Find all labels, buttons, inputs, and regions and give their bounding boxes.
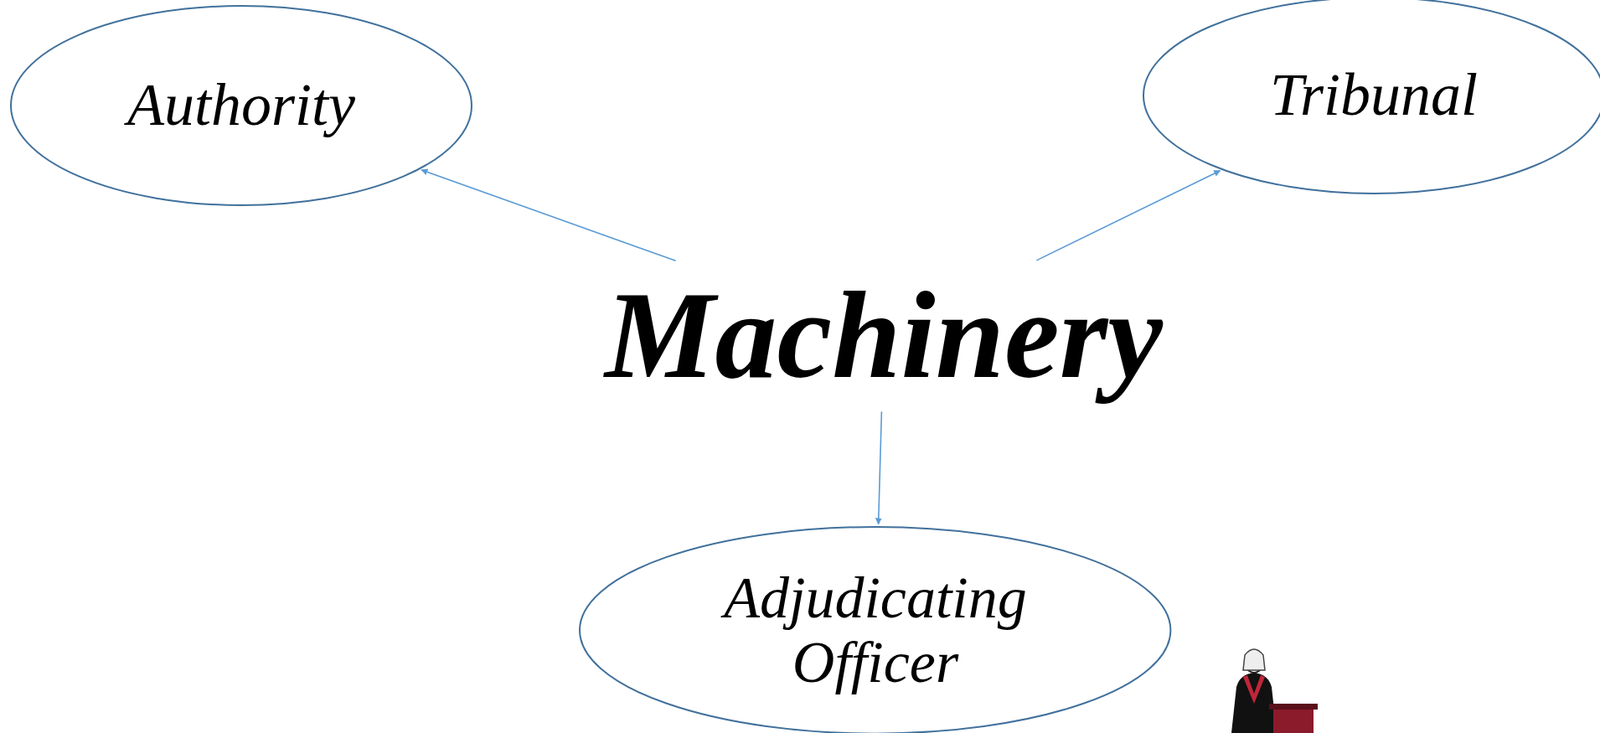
connector-arrow — [878, 411, 883, 524]
ellipse-border — [579, 526, 1171, 733]
central-term: Machinery — [573, 259, 1194, 411]
connector-arrow — [1036, 170, 1220, 261]
judge-robe — [1231, 672, 1277, 733]
ellipse-border — [1143, 0, 1600, 194]
tribunal-ellipse: Tribunal — [1142, 0, 1600, 195]
judge-wig — [1243, 649, 1265, 671]
judge-clipart — [1231, 649, 1318, 733]
connector-arrow — [421, 170, 676, 261]
central-label: Machinery — [604, 267, 1163, 404]
podium-top — [1269, 703, 1318, 710]
podium — [1273, 707, 1314, 733]
ellipse-border — [10, 5, 472, 206]
judge-sash — [1243, 675, 1265, 704]
authority-ellipse: Authority — [10, 5, 473, 207]
node-label: Adjudicating Officer — [678, 565, 1073, 695]
node-label: Tribunal — [1269, 61, 1478, 129]
node-label: Authority — [127, 72, 356, 139]
adjudicating-officer-ellipse: Adjudicating Officer — [578, 526, 1172, 733]
